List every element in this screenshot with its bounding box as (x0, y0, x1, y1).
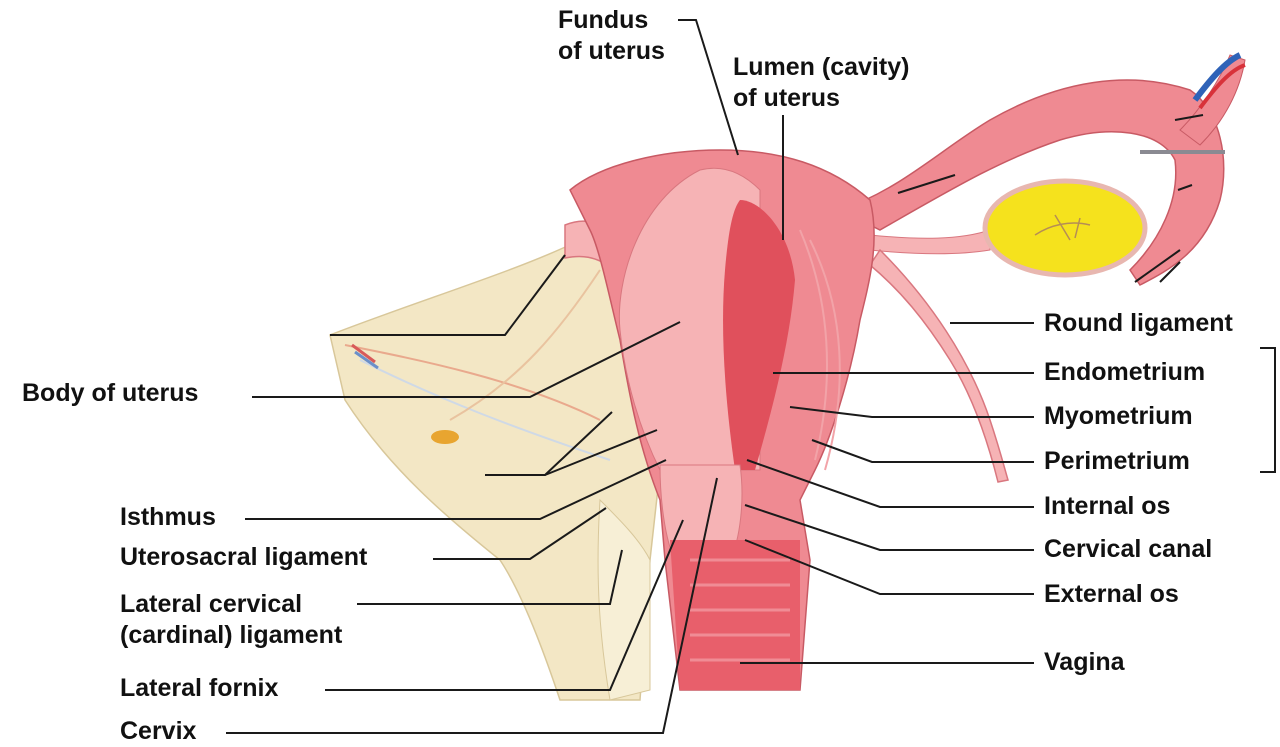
label-lumen: Lumen (cavity) of uterus (733, 52, 909, 114)
label-cervix: Cervix (120, 716, 196, 747)
label-internal-os: Internal os (1044, 491, 1170, 522)
label-myometrium: Myometrium (1044, 401, 1193, 432)
label-vagina: Vagina (1044, 647, 1125, 678)
label-fundus: Fundus of uterus (558, 5, 665, 67)
layers-bracket (1260, 348, 1275, 472)
label-external-os: External os (1044, 579, 1179, 610)
vagina-shape (670, 540, 800, 690)
label-body-of-uterus: Body of uterus (22, 378, 198, 409)
label-lateral-fornix: Lateral fornix (120, 673, 278, 704)
label-lateral-cervical-ligament: Lateral cervical (cardinal) ligament (120, 589, 342, 651)
label-perimetrium: Perimetrium (1044, 446, 1190, 477)
label-uterosacral-ligament: Uterosacral ligament (120, 542, 367, 573)
label-endometrium: Endometrium (1044, 357, 1205, 388)
label-isthmus: Isthmus (120, 502, 216, 533)
label-cervical-canal: Cervical canal (1044, 534, 1212, 565)
ovary (985, 181, 1145, 275)
label-round-ligament: Round ligament (1044, 308, 1233, 339)
